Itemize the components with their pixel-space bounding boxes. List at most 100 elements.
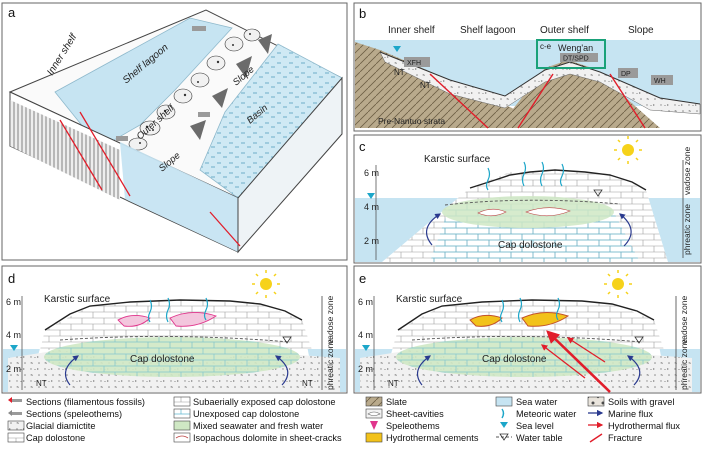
e-marine-flux	[416, 355, 641, 386]
b-header-inner-shelf: Inner shelf	[388, 25, 435, 36]
legend-icon-diamictite	[7, 420, 25, 431]
legend-icon-section-speleothem	[8, 410, 22, 416]
e-water-table-marker	[634, 336, 644, 344]
c-tick-6m: 6 m	[364, 168, 379, 178]
b-pre-nantuo: Pre-Nantuo strata	[378, 116, 445, 126]
legend-icon-water-table	[496, 433, 512, 441]
legend-icon-unexposed-cap	[173, 408, 191, 419]
legend-icon-exposed-cap	[173, 396, 191, 407]
panel-a: a Inne	[1, 2, 348, 261]
panel-c: c 6 m 4 m 2 m Karstic surface Cap dolost…	[353, 134, 702, 264]
c-sun-icon	[614, 136, 642, 164]
b-cap-line	[379, 51, 701, 105]
legend-glacial-diamictite: Glacial diamictite	[26, 421, 95, 431]
e-vadose-label: vadose zone	[679, 296, 689, 344]
panel-a-letter: a	[8, 5, 16, 20]
e-hydrothermal-flux	[540, 330, 611, 393]
e-water-table	[411, 335, 643, 343]
legend-col1: Sections (filamentous fossils) Sections …	[7, 397, 145, 443]
d-phreatic-label: phreatic zone	[325, 339, 335, 390]
panel-b-letter: b	[359, 6, 366, 21]
slope-fans	[190, 34, 272, 140]
d-mixed-bricks	[44, 337, 300, 377]
legend-icon-speleothems	[370, 421, 378, 430]
c-karst-label: Karstic surface	[424, 154, 491, 165]
e-hydrothermal-cements	[469, 312, 570, 327]
c-cavities	[477, 207, 571, 217]
legend-icon-fracture	[589, 433, 603, 443]
legend-icon-isopachous	[173, 432, 191, 443]
b-header-shelf-lagoon: Shelf lagoon	[460, 25, 516, 36]
d-sun-icon	[252, 270, 280, 298]
legend-col5: Soils with gravel Marine flux Hydrotherm…	[587, 396, 680, 443]
e-cap-label: Cap dolostone	[482, 354, 547, 365]
e-sea-level-marker	[362, 345, 370, 351]
c-tick-4m: 4 m	[364, 202, 379, 212]
e-phreatic-label: phreatic zone	[679, 339, 689, 390]
faults-a	[59, 111, 241, 247]
c-sea-level-marker	[367, 193, 375, 199]
legend-sections-speleothems: Sections (speleothems)	[26, 409, 122, 419]
legend-mixed-water: Mixed seawater and fresh water	[193, 421, 323, 431]
legend-soils-gravel: Soils with gravel	[608, 397, 674, 407]
legend-speleothems: Speleothems	[386, 421, 440, 431]
e-nt-left: NT	[388, 379, 399, 388]
block-right-face	[237, 76, 343, 254]
c-marine-flux	[425, 213, 632, 247]
b-section-dt-spd: DT/SPD	[563, 56, 589, 63]
legend-sea-water: Sea water	[516, 397, 557, 407]
d-cap-label: Cap dolostone	[130, 354, 195, 365]
b-study-area-box	[536, 39, 606, 69]
legend-cap-dolostone: Cap dolostone	[26, 433, 85, 443]
b-faults	[429, 73, 646, 129]
c-meteoric-drops	[485, 161, 565, 191]
legend-sheet-cavities: Sheet-cavities	[386, 409, 444, 419]
c-phreatic-label: phreatic zone	[682, 204, 692, 255]
legend-icon-hydrothermal	[365, 432, 383, 443]
b-nt-2: NT	[420, 81, 431, 90]
section-markers-a	[116, 26, 210, 141]
legend-icon-mixed-water	[173, 420, 191, 431]
d-water-table	[59, 335, 291, 343]
legend-icon-soils	[587, 396, 605, 407]
b-nt-1: NT	[394, 68, 405, 77]
legend-icon-sea-level	[500, 422, 508, 428]
reef-blobs	[128, 28, 261, 151]
legend-icon-sheet-cavities	[365, 408, 383, 419]
d-sea-level-marker	[10, 345, 18, 351]
e-sun-icon	[604, 270, 632, 298]
legend-sections-filamentous: Sections (filamentous fossils)	[26, 397, 145, 407]
d-tick-4m: 4 m	[6, 330, 21, 340]
b-section-dp: DP	[621, 71, 631, 78]
b-section-xfh: XFH	[407, 60, 421, 67]
b-wengan-label: Weng'an	[558, 43, 593, 53]
legend-col2: Subaerially exposed cap dolostone Unexpo…	[173, 396, 342, 443]
legend-icon-cap	[7, 432, 25, 443]
d-water-table-marker	[282, 336, 292, 344]
d-marine-flux	[64, 355, 289, 386]
legend-unexposed-cap: Unexposed cap dolostone	[193, 409, 299, 419]
panel-d-letter: d	[8, 271, 15, 286]
c-water-table-marker	[593, 189, 603, 197]
e-tick-4m: 4 m	[358, 330, 373, 340]
legend-hydrothermal-cements: Hydrothermal cements	[386, 433, 479, 443]
e-meteoric-drops	[499, 297, 561, 323]
c-tick-2m: 2 m	[364, 236, 379, 246]
legend-fracture: Fracture	[608, 433, 642, 443]
panel-b: b Inner shelf Shelf lagoon Outer shelf S…	[353, 2, 702, 132]
legend-water-table: Water table	[516, 433, 563, 443]
d-nt-right: NT	[302, 379, 313, 388]
legend-col3: Slate Sheet-cavities Speleothems Hydroth…	[365, 396, 479, 443]
d-karst-label: Karstic surface	[44, 294, 111, 305]
panel-e: e 6 m 4 m 2 m Karstic surface	[353, 265, 702, 394]
b-header-outer-shelf: Outer shelf	[540, 25, 589, 36]
e-tick-6m: 6 m	[358, 297, 373, 307]
b-box-label: c-e	[540, 42, 552, 51]
legend-col4: Sea water Meteoric water Sea level Water…	[495, 396, 576, 443]
panel-d: d 6 m 4 m 2 m Karstic surface Cap dolost…	[1, 265, 348, 394]
legend-icon-meteoric-water	[501, 408, 505, 419]
d-tick-6m: 6 m	[6, 297, 21, 307]
legend-icon-slate	[365, 396, 383, 407]
e-karst-label: Karstic surface	[396, 294, 463, 305]
